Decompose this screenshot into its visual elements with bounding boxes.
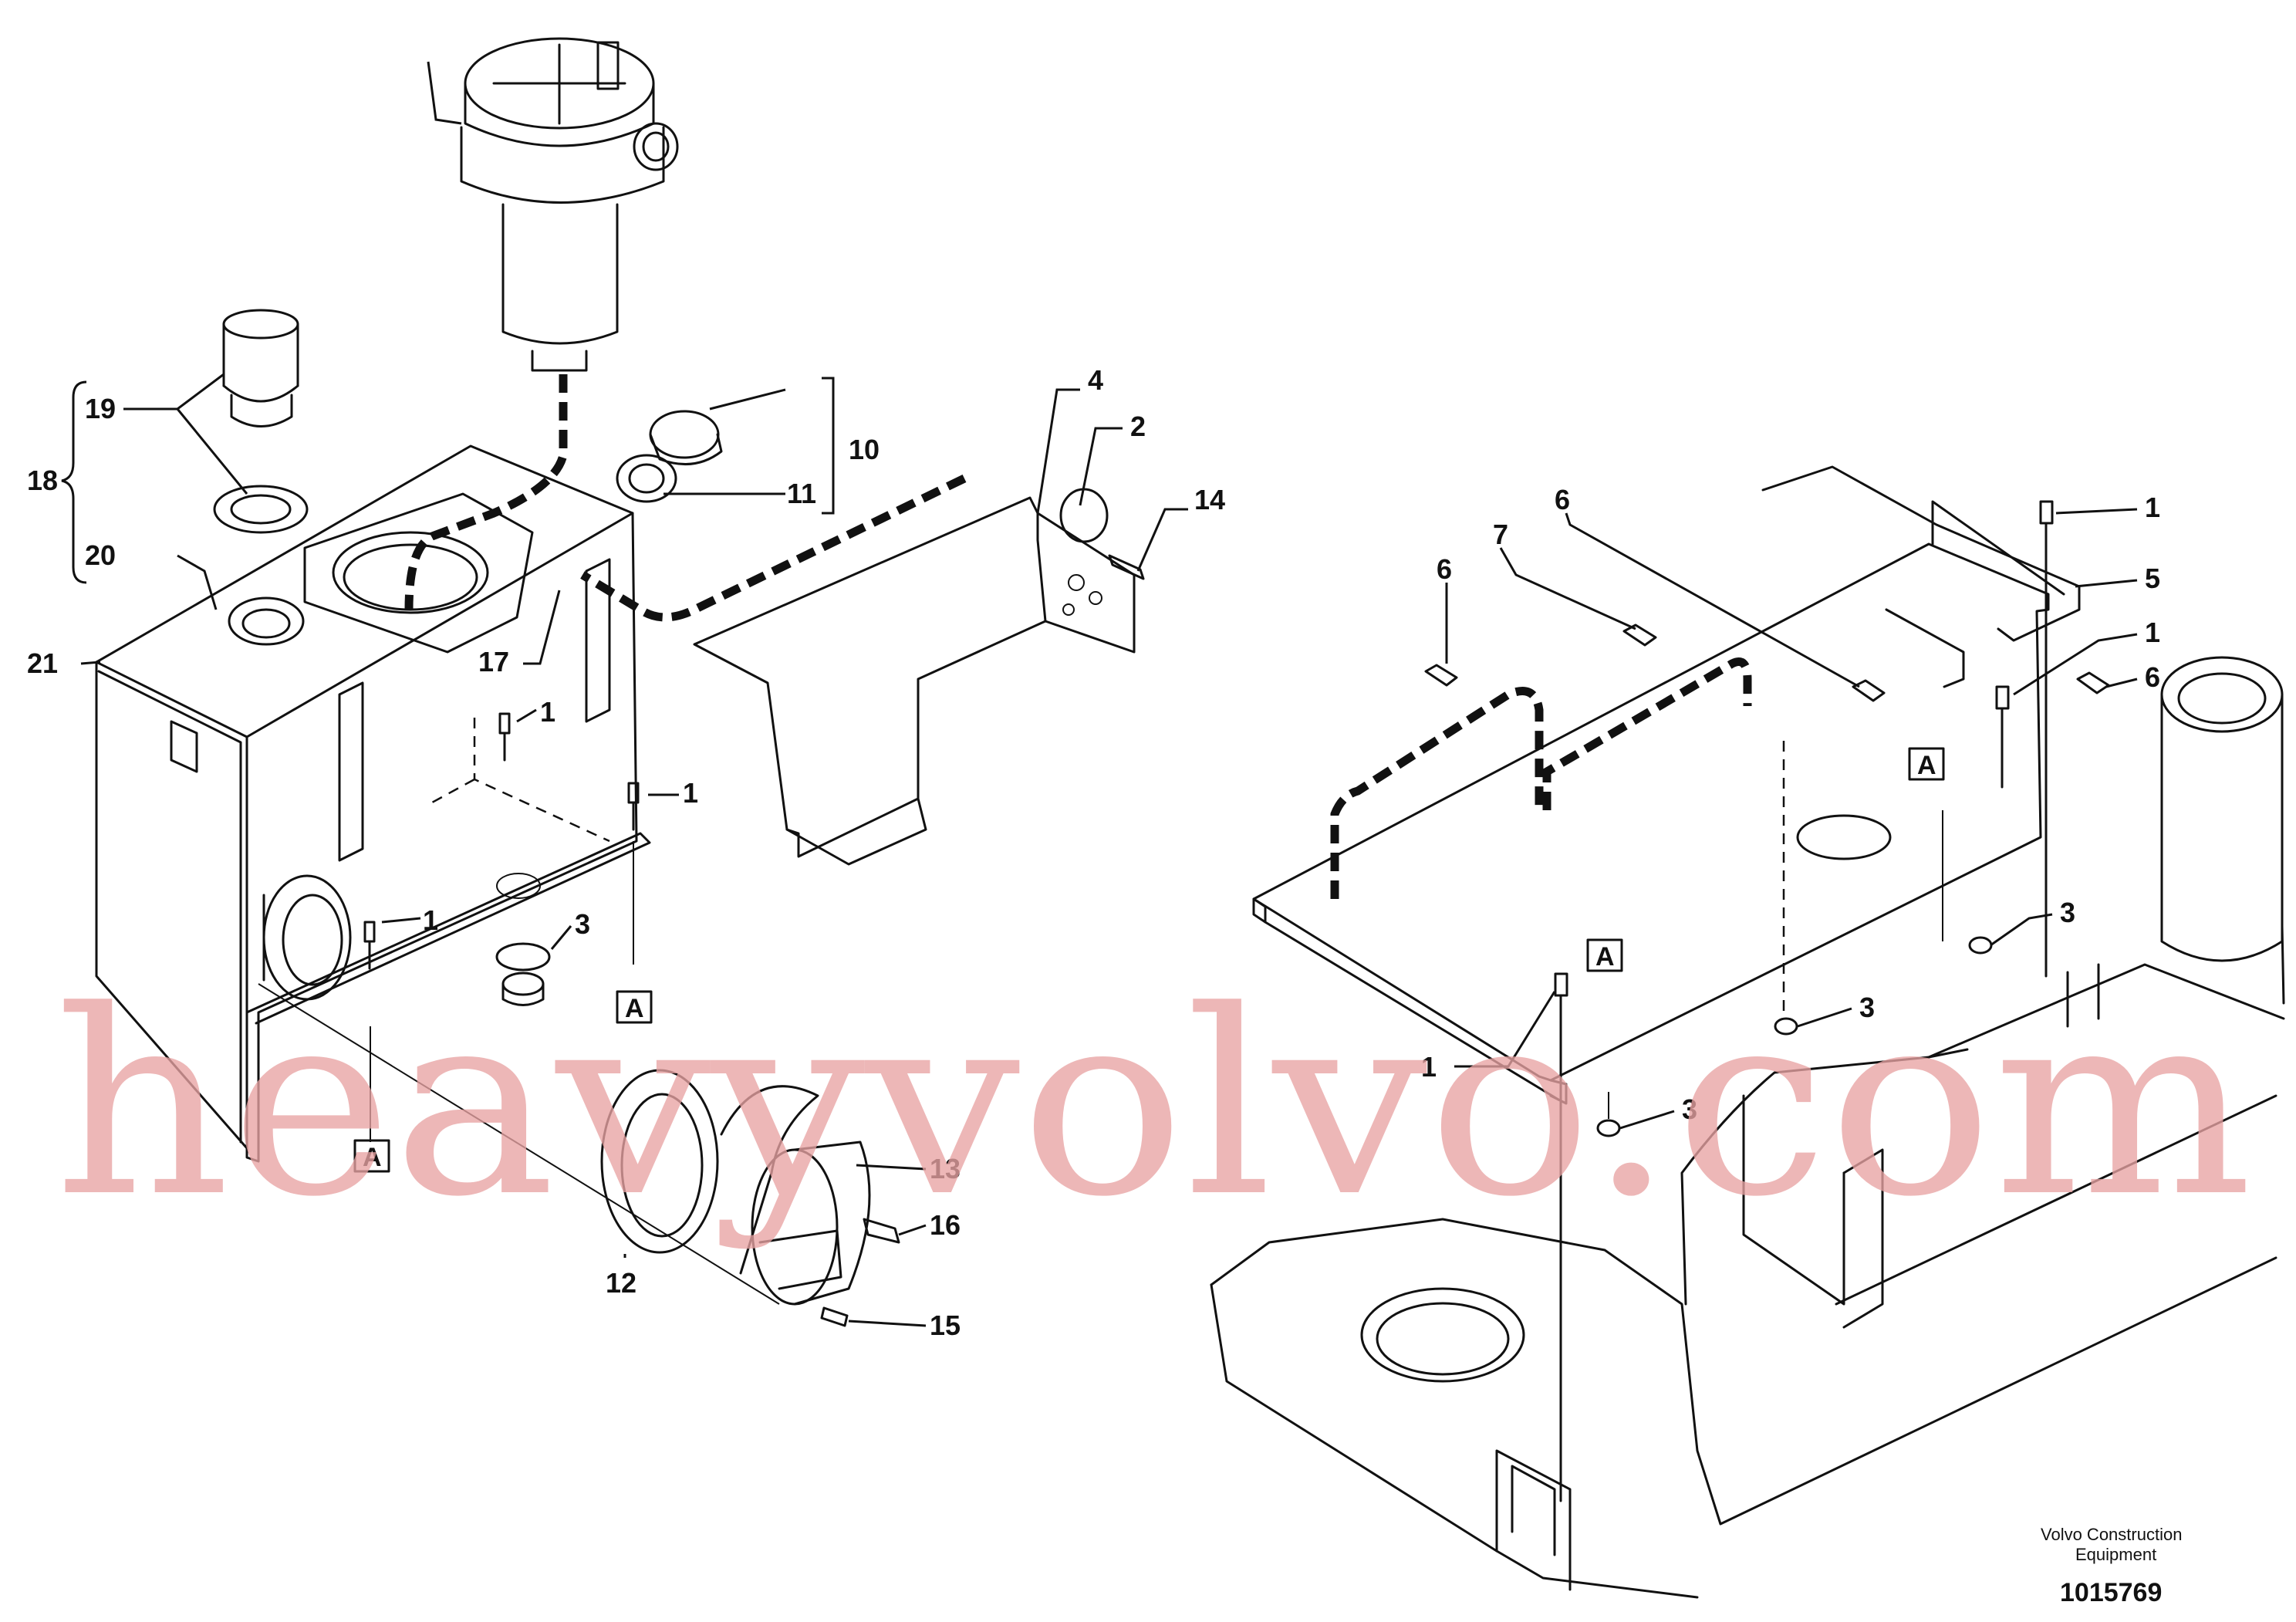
hydraulic-tank	[95, 444, 651, 1163]
plate-bolts	[1554, 500, 2054, 1502]
callout-19: 19	[85, 393, 116, 424]
hose-clamp	[1059, 488, 1109, 543]
callout-11: 11	[787, 478, 816, 509]
ref-box-a4: A	[1908, 747, 1945, 781]
callout-18: 18	[27, 465, 58, 496]
bracket-hose	[580, 475, 967, 622]
callout-3b: 3	[2060, 897, 2075, 928]
filter-hose	[404, 374, 568, 610]
callout-6c: 6	[2145, 661, 2160, 693]
callout-3c: 3	[1859, 992, 1875, 1023]
ref-box-a2: A	[616, 990, 653, 1024]
brand-line-1: Volvo Construction	[2041, 1525, 2182, 1544]
drawing-number: 1015769	[2060, 1578, 2162, 1607]
callout-14: 14	[1194, 484, 1225, 515]
callout-1f: 1	[1421, 1051, 1437, 1083]
callout-21: 21	[27, 647, 58, 679]
callout-1e: 1	[2145, 617, 2160, 648]
callout-6b: 6	[1555, 484, 1570, 515]
callout-4: 4	[1088, 364, 1103, 396]
cover-plate	[1252, 500, 2065, 1105]
callout-7: 7	[1493, 519, 1508, 550]
svg-text:A: A	[363, 1143, 382, 1172]
callout-1d: 1	[2145, 492, 2160, 523]
tank-bolts	[363, 712, 640, 970]
ref-box-a1: A	[353, 1139, 390, 1173]
mounting-bracket	[693, 496, 1136, 866]
callout-1b: 1	[683, 777, 698, 809]
callout-15: 15	[930, 1309, 961, 1341]
brace-18	[61, 380, 87, 584]
callout-5: 5	[2145, 563, 2160, 594]
callout-13: 13	[930, 1153, 961, 1184]
callout-6a: 6	[1437, 553, 1452, 585]
callout-20: 20	[85, 539, 116, 571]
callout-17: 17	[478, 646, 509, 678]
callout-3a: 3	[575, 908, 590, 940]
leader-lines	[80, 61, 2138, 1327]
callout-12: 12	[606, 1267, 636, 1299]
ref-box-a3: A	[1586, 938, 1623, 972]
callout-3d: 3	[1682, 1093, 1697, 1125]
suction-flange	[600, 1069, 900, 1327]
callout-1c: 1	[423, 904, 438, 936]
cap-and-seal	[616, 410, 723, 503]
base-frame	[1210, 963, 2285, 1599]
top-plate	[1761, 465, 2081, 688]
callout-16: 16	[930, 1209, 961, 1241]
svg-text:A: A	[625, 994, 644, 1023]
bolt-14	[1108, 554, 1145, 580]
svg-text:A: A	[1917, 751, 1936, 780]
drain-ring	[495, 942, 551, 972]
swing-motor	[2160, 656, 2285, 1005]
callout-1a: 1	[540, 696, 555, 728]
brand-line-2: Equipment	[2075, 1545, 2156, 1564]
callout-10: 10	[849, 434, 880, 465]
return-filter	[460, 37, 679, 372]
svg-text:A: A	[1595, 942, 1615, 972]
watermark: heavyvolvo.com	[54, 956, 2253, 1252]
callout-2: 2	[1130, 411, 1146, 442]
filler-breather	[213, 309, 309, 534]
